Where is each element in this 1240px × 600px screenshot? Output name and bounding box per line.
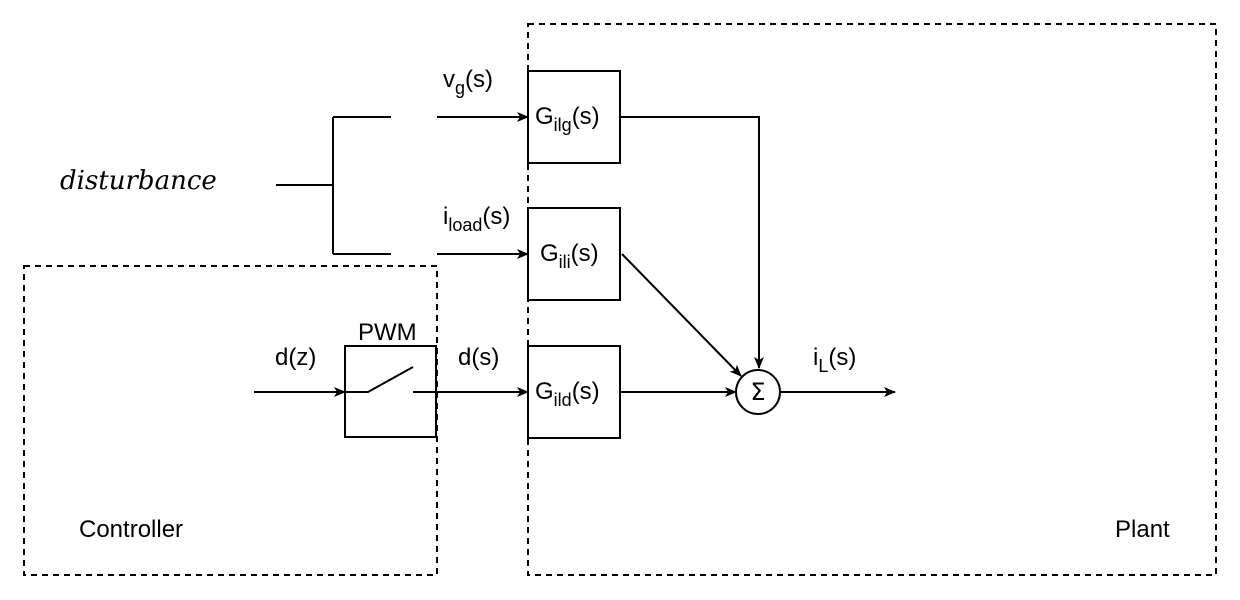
summer-symbol: Σ <box>750 378 765 406</box>
pwm-switch-icon <box>345 366 414 393</box>
gild-block <box>527 345 621 439</box>
plant-boundary <box>527 23 1217 576</box>
dz-label: d(z) <box>275 344 316 371</box>
vg-label: vg(s) <box>443 66 493 98</box>
ds-label: d(s) <box>458 344 499 371</box>
disturbance-label: disturbance <box>60 166 217 196</box>
gilg-block <box>527 70 621 164</box>
gili-output-line <box>621 253 742 377</box>
gilg-label: Gilg(s) <box>535 103 600 135</box>
il-label: iL(s) <box>813 344 856 376</box>
iload-label: iload(s) <box>443 203 510 235</box>
pwm-label: PWM <box>358 319 417 346</box>
gilg-output-line <box>620 116 764 369</box>
controller-label: Controller <box>79 516 183 543</box>
plant-label: Plant <box>1115 516 1170 543</box>
gili-block <box>527 207 621 301</box>
gili-label: Gili(s) <box>540 240 599 272</box>
controller-boundary <box>23 265 438 576</box>
gild-label: Gild(s) <box>535 378 600 410</box>
